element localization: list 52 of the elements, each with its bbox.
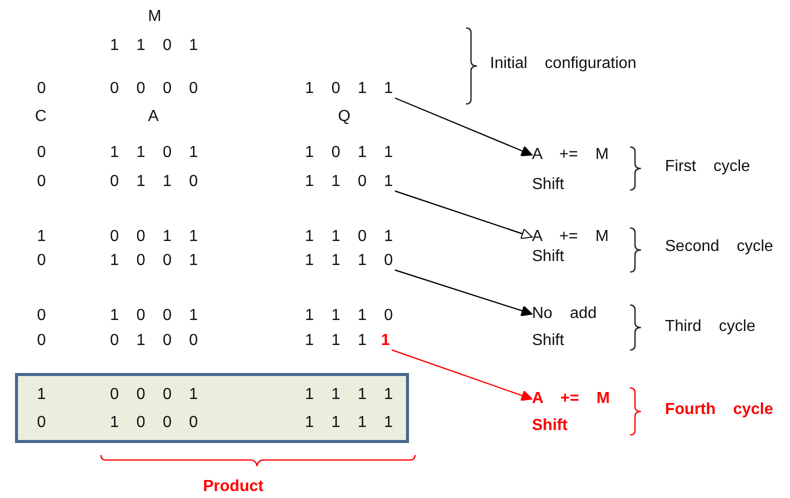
register-name: M [148, 8, 162, 26]
binary-digits: 1 1 0 1 [110, 37, 198, 55]
binary-digits: 1 1 1 0 [305, 307, 393, 325]
cycle-label: Fourth cycle [665, 401, 774, 419]
binary-digits: 1 1 0 1 [110, 144, 198, 162]
arrow [394, 190, 532, 240]
operation-text: A += M [532, 390, 610, 408]
binary-digits: 1 1 0 1 [305, 228, 393, 246]
binary-digits: 1 1 1 [305, 332, 367, 350]
cycle-label: Third cycle [665, 318, 756, 336]
operation-text: Shift [532, 176, 564, 194]
binary-digits: 0 0 0 0 [110, 80, 198, 98]
binary-digit: 0 [37, 173, 46, 191]
binary-digits: 1 0 0 1 [110, 252, 198, 270]
binary-digit: 1 [37, 228, 46, 246]
binary-digit: 0 [37, 307, 46, 325]
binary-digit: 0 [37, 80, 46, 98]
operation-text: A += M [532, 228, 609, 246]
operation-text: A += M [532, 146, 609, 164]
binary-digits: 0 0 1 1 [110, 228, 198, 246]
binary-digits: 1 0 1 1 [305, 144, 393, 162]
binary-digits: 1 0 0 1 [110, 307, 198, 325]
binary-digits: 1 1 1 1 [305, 414, 393, 432]
register-name: Q [338, 108, 350, 126]
binary-digit: 0 [37, 332, 46, 350]
arrow [394, 97, 532, 156]
binary-digits: 1 [37, 386, 46, 404]
operation-text: Shift [532, 248, 564, 266]
operation-text: Shift [532, 332, 564, 350]
binary-digit: 0 [37, 252, 46, 270]
cycle-label: First cycle [665, 158, 750, 176]
binary-digits: 1 [381, 332, 390, 350]
binary-digits: 0 0 0 1 [110, 386, 198, 404]
brace-label: Initial configuration [490, 55, 636, 73]
binary-digits: 1 1 1 1 [305, 386, 393, 404]
binary-digits: 0 1 0 0 [110, 332, 198, 350]
operation-text: No add [532, 305, 597, 323]
register-name: A [148, 108, 159, 126]
cycle-label: Second cycle [665, 238, 774, 256]
operation-text: Shift [532, 417, 568, 435]
arrow [394, 269, 532, 316]
binary-digits: 1 1 0 1 [305, 173, 393, 191]
binary-digits: 0 1 1 0 [110, 173, 198, 191]
arrow [392, 349, 532, 401]
product-label: Product [203, 478, 264, 496]
product-box [15, 373, 409, 443]
binary-digits: 1 1 1 0 [305, 252, 393, 270]
binary-digits: 1 0 0 0 [110, 414, 198, 432]
binary-digit: 0 [37, 144, 46, 162]
register-name: C [35, 108, 47, 126]
binary-digits: 0 [37, 414, 46, 432]
binary-digits: 1 0 1 1 [305, 80, 393, 98]
